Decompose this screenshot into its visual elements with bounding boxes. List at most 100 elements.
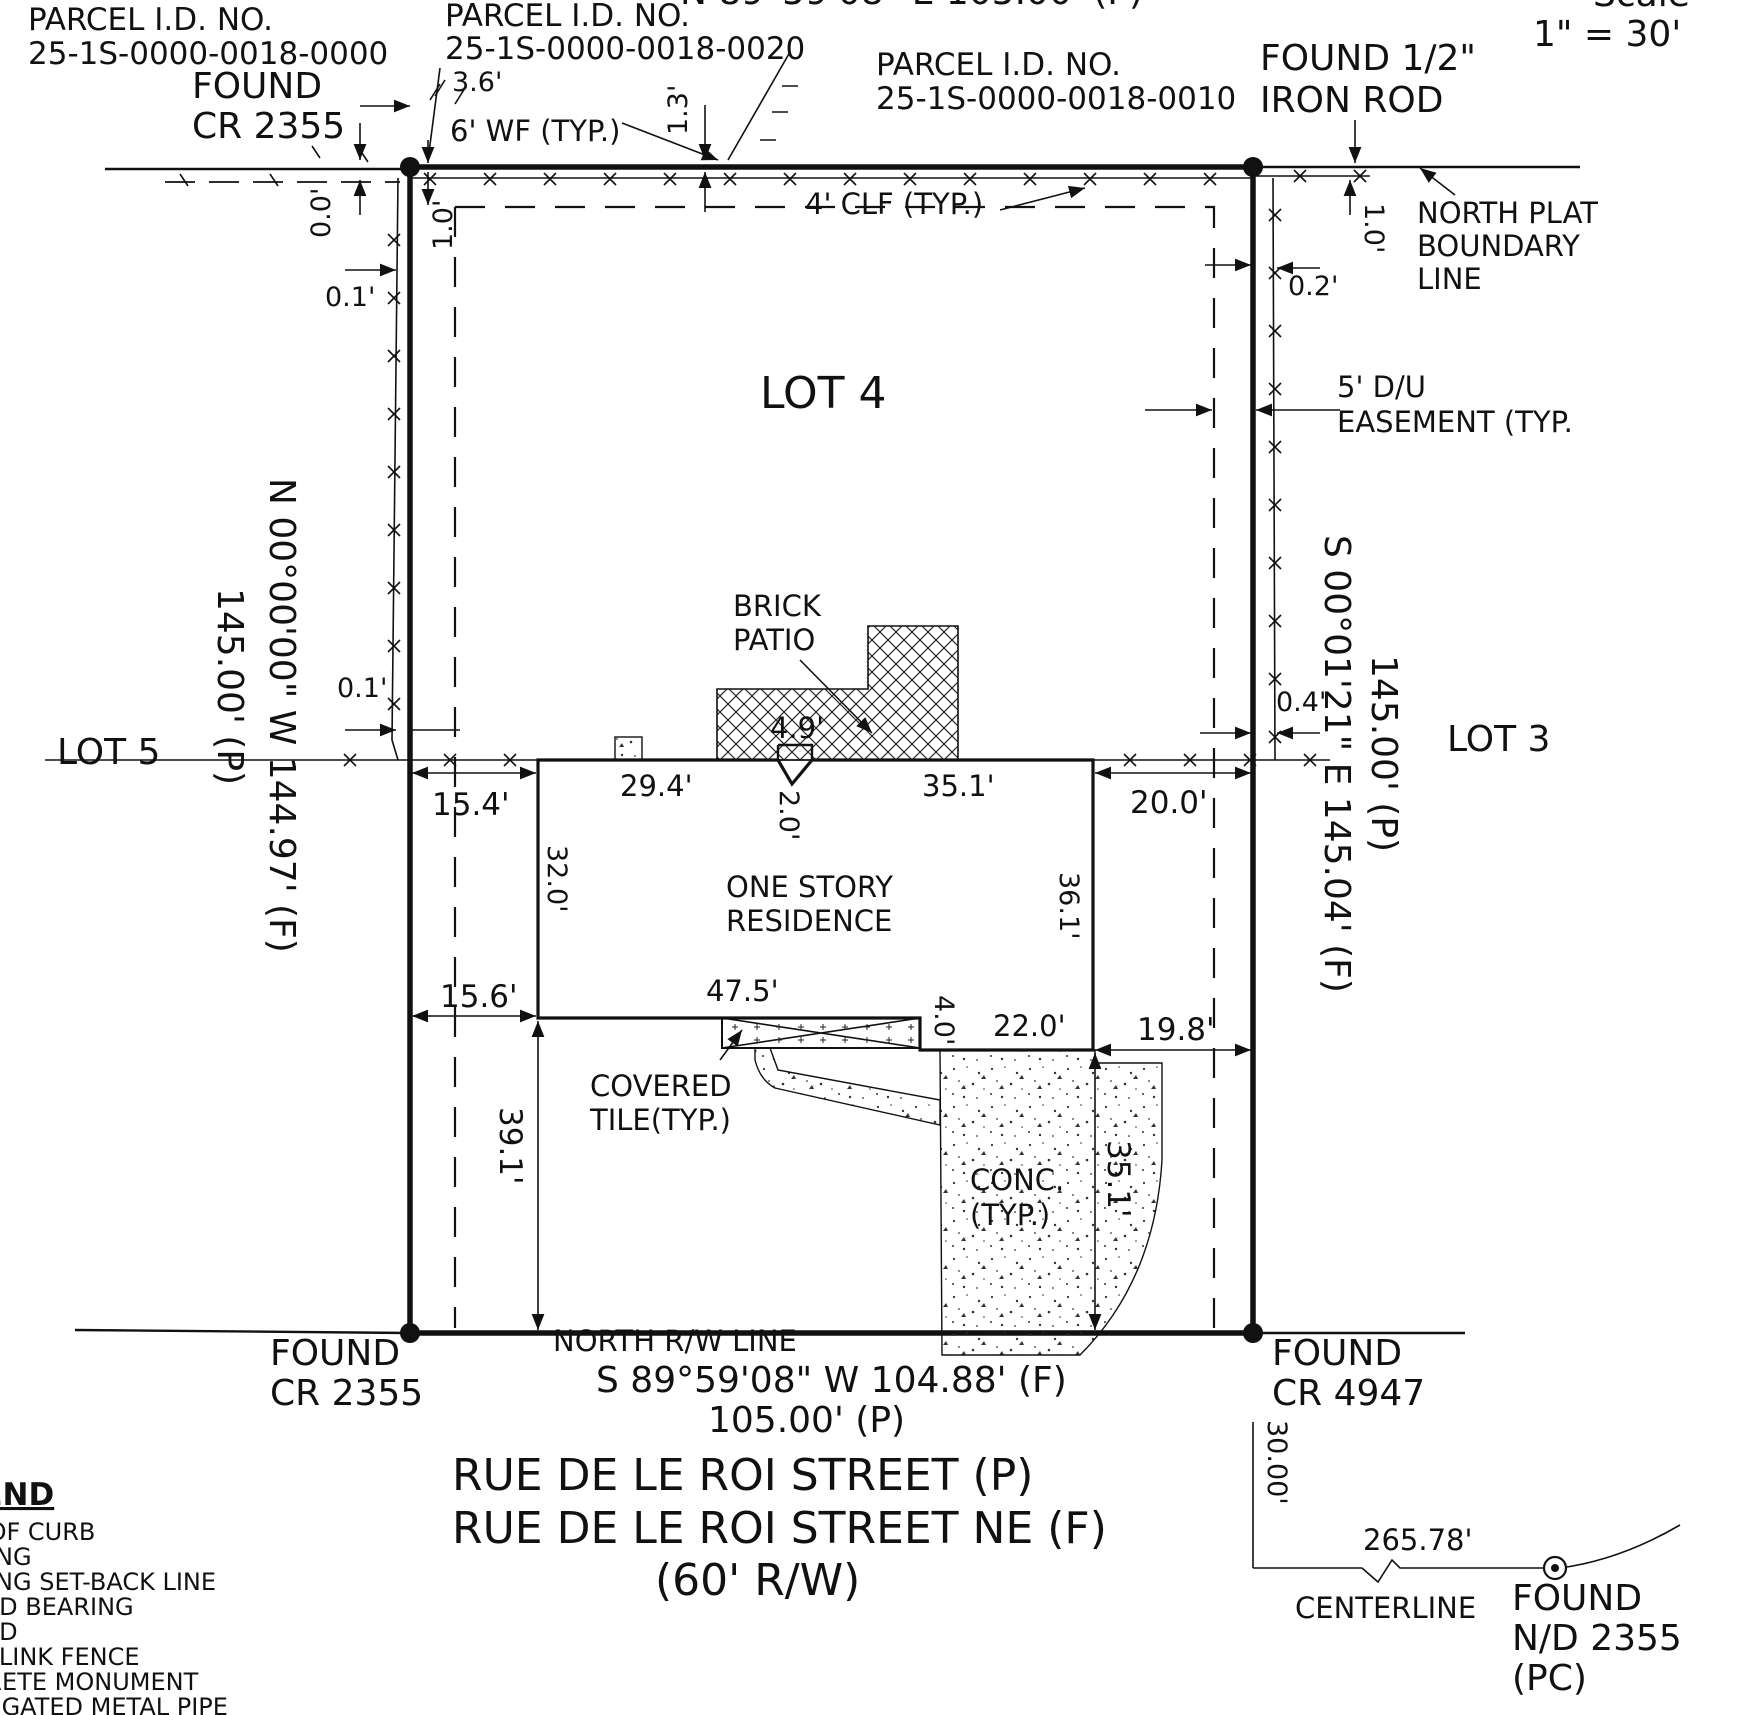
legend-item-2: BUILDING [0,1543,32,1571]
south-bearing-p: 105.00' (P) [708,1400,905,1441]
dim-19-8: 19.8' [1137,1012,1215,1048]
dim-1-3: 1.3' [663,85,694,135]
dim-4-0: 4.0' [928,995,959,1045]
chain-link-label: 4' CLF (TYP.) [805,187,983,221]
parcel-labels: PARCEL I.D. NO. 25-1S-0000-0018-0000 PAR… [28,0,1236,117]
dim-1-0a: 1.0' [428,200,459,250]
monument-se [1243,1323,1263,1343]
residence-outline [536,743,1095,1052]
top-bearing-partial: N 89°59'08" E 105.00' (P) [680,0,1143,13]
east-bearing-f: S 00°01'21" E 145.04' (F) [1316,535,1357,993]
easement-1: 5' D/U [1337,370,1426,404]
dimension-lines [345,99,1456,1330]
dim-0-0: 0.0' [306,188,337,238]
dim-1-0b: 1.0' [1358,203,1389,253]
concrete-driveway [939,1049,1163,1356]
ne-rod: IRON ROD [1260,80,1443,121]
small-pad [614,736,643,761]
cl-pc: (PC) [1512,1658,1587,1699]
boundary-text: NORTH PLAT BOUNDARY LINE 5' D/U EASEMENT… [209,196,1598,1441]
dim-0-2: 0.2' [1288,271,1338,302]
ne-found: FOUND 1/2" [1260,38,1476,79]
parcel-1-label: PARCEL I.D. NO. [28,2,273,38]
covered-label-1: COVERED [590,1069,732,1103]
legend-item-7: CONCRETE MONUMENT [0,1668,199,1696]
south-bearing-f: S 89°59'08" W 104.88' (F) [596,1360,1067,1401]
covered-label-2: TILE(TYP.) [589,1103,731,1137]
street-labels: RUE DE LE ROI STREET (P) RUE DE LE ROI S… [452,1450,1476,1625]
patio-label-2: PATIO [733,623,815,657]
legend: LEGEND BACK OF CURB BUILDING BUILDING SE… [0,1477,228,1715]
dim-39-1: 39.1' [492,1107,528,1185]
dim-15-4: 15.4' [432,787,510,823]
centerline-label: CENTERLINE [1295,1591,1476,1625]
west-bearing-p: 145.00' (P) [209,588,250,785]
dim-0-1a: 0.1' [325,282,375,313]
street-name-field: RUE DE LE ROI STREET NE (F) [452,1503,1107,1554]
lot-5-label: LOT 5 [57,732,160,773]
lot-4-label: LOT 4 [760,368,886,419]
monument-labels: FOUND CR 2355 FOUND 1/2" IRON ROD FOUND … [192,38,1682,1699]
dim-20-0: 20.0' [1130,785,1208,821]
nw-cr: CR 2355 [192,106,345,147]
street-row: (60' R/W) [655,1555,860,1606]
lot-boundary [407,164,1256,1336]
dim-0-1b: 0.1' [337,673,387,704]
monument-sw [400,1323,420,1343]
dimension-labels: 3.6' 1.3' 0.0' 1.0' 1.0' 0.1' 0.2' 0.1' … [306,67,1472,1557]
cl-found: FOUND [1512,1578,1642,1619]
scale-value: 1" = 30' [1533,14,1681,55]
sw-cr: CR 2355 [270,1373,423,1414]
parcel-3-label: PARCEL I.D. NO. [876,47,1121,83]
concrete-label-1: CONC. [970,1163,1064,1197]
concrete-label-2: (TYP.) [970,1198,1050,1232]
fence-x-marks [343,169,1367,767]
residence-label-1: ONE STORY [726,870,893,904]
lot-labels: LOT 4 LOT 5 LOT 3 [57,368,1550,773]
dim-36-1: 36.1' [1053,872,1084,940]
legend-item-1: BACK OF CURB [0,1518,95,1546]
parcel-2-label: PARCEL I.D. NO. [445,0,690,34]
patio-label-1: BRICK [733,589,822,623]
dim-3-6: 3.6' [452,67,502,98]
legend-item-3: BUILDING SET-BACK LINE [0,1568,216,1596]
dim-15-6: 15.6' [440,979,518,1015]
se-cr: CR 4947 [1272,1373,1425,1414]
feature-labels: BRICK PATIO ONE STORY RESIDENCE COVERED … [589,589,1064,1232]
north-plat-1: NORTH PLAT [1417,196,1598,230]
dim-35-1b: 35.1' [1100,1140,1136,1218]
walkway [754,1047,941,1126]
dim-32-0: 32.0' [541,845,572,913]
lot-3-label: LOT 3 [1447,719,1550,760]
sw-found: FOUND [270,1333,400,1374]
street-name-plat: RUE DE LE ROI STREET (P) [452,1450,1033,1501]
monument-nw [400,157,420,177]
dim-22-0: 22.0' [993,1009,1066,1043]
parcel-3-number: 25-1S-0000-0018-0010 [876,81,1236,117]
se-found: FOUND [1272,1333,1402,1374]
dim-2-0: 2.0' [773,790,804,840]
dim-30-00: 30.00' [1261,1420,1292,1505]
west-bearing-f: N 00°00'00" W 144.97' (F) [261,478,302,953]
parcel-1-number: 25-1S-0000-0018-0000 [28,36,388,72]
parcel-2-number: 25-1S-0000-0018-0020 [445,31,805,67]
residence-label-2: RESIDENCE [726,904,892,938]
dim-47-5: 47.5' [706,974,779,1008]
monument-ne [1243,157,1263,177]
dim-35-1a: 35.1' [922,769,995,803]
legend-title: LEGEND [0,1477,54,1513]
fence-labels: 6' WF (TYP.) 4' CLF (TYP.) [450,114,983,221]
wood-fence-label: 6' WF (TYP.) [450,114,620,148]
legend-item-4: RECORD BEARING [0,1593,134,1621]
dim-29-4: 29.4' [620,769,693,803]
dim-265-78: 265.78' [1363,1523,1472,1557]
scale-title: Scale [1593,0,1690,15]
nw-found: FOUND [192,66,322,107]
cl-nd: N/D 2355 [1512,1618,1682,1659]
east-bearing-p: 145.00' (P) [1363,655,1404,852]
monuments [400,157,1568,1581]
dim-0-4: 0.4' [1276,687,1326,718]
dim-4-9: 4.9' [770,711,824,745]
legend-item-6: CHAIN LINK FENCE [0,1643,140,1671]
